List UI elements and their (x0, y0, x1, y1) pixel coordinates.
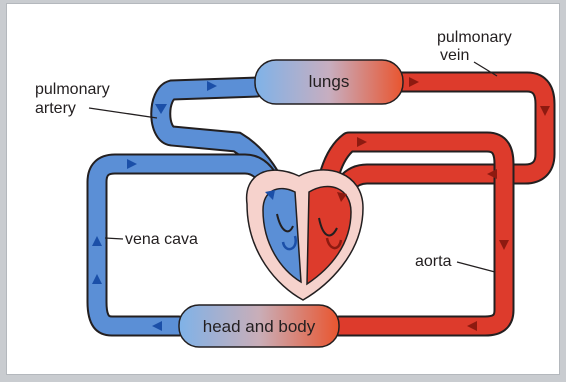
circulation-diagram: lungs head and body pulmonary vein pulmo… (7, 4, 561, 376)
vena-cava-leader (105, 238, 123, 239)
pulmonary-artery-label-2: artery (35, 100, 76, 117)
pulmonary-artery-leader (89, 108, 157, 118)
head-and-body: head and body (179, 305, 339, 347)
diagram-frame: lungs head and body pulmonary vein pulmo… (6, 3, 560, 375)
vena-cava-label: vena cava (125, 231, 198, 248)
pulmonary-artery-label-1: pulmonary (35, 81, 110, 98)
head-and-body-label: head and body (203, 317, 316, 336)
aorta-label: aorta (415, 253, 452, 270)
lungs: lungs (255, 60, 403, 104)
pulmonary-vein-label-2: vein (440, 47, 469, 64)
pulmonary-vein-label-1: pulmonary (437, 29, 512, 46)
aorta-leader (457, 262, 495, 272)
lungs-label: lungs (309, 72, 350, 91)
heart (247, 170, 363, 300)
